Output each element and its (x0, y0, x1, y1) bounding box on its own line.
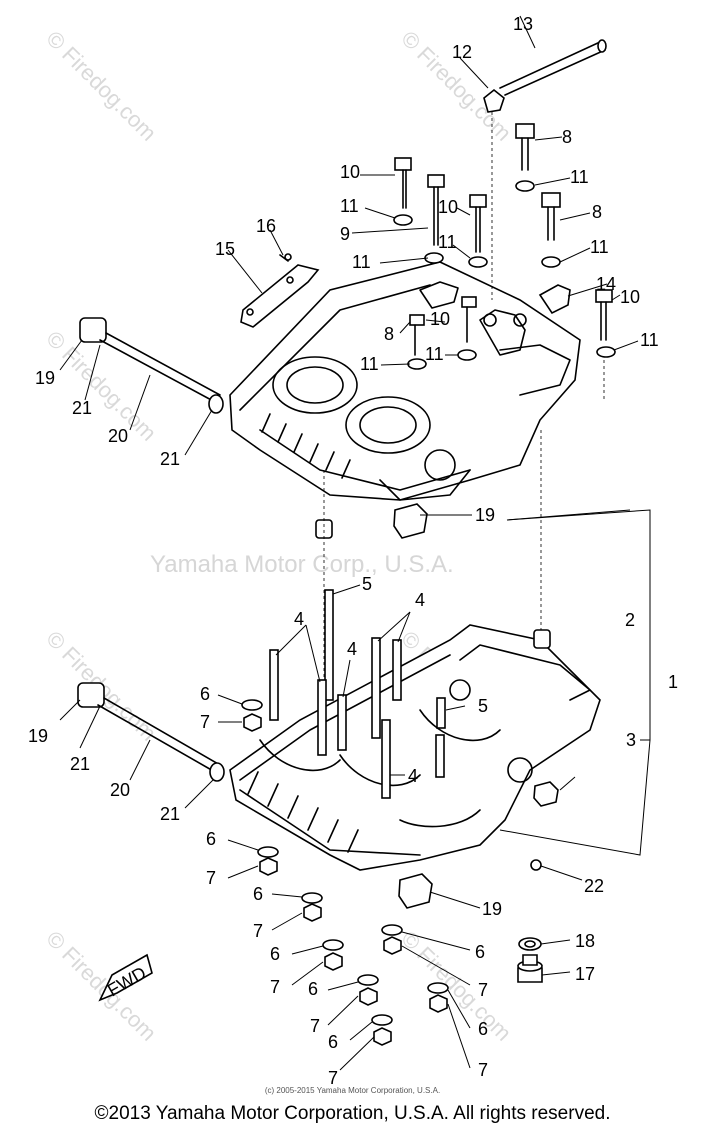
upper-bolts (394, 123, 613, 356)
callout-7: 7 (206, 868, 216, 888)
callout-12: 12 (452, 42, 472, 62)
callout-6: 6 (328, 1032, 338, 1052)
callout-11: 11 (340, 196, 359, 216)
callout-6: 6 (253, 884, 263, 904)
callout-11: 11 (570, 167, 589, 187)
callout-7: 7 (270, 977, 280, 997)
callout-6: 6 (206, 829, 216, 849)
callout-5: 5 (478, 696, 488, 716)
callout-21: 21 (160, 449, 180, 469)
callout-8: 8 (562, 127, 572, 147)
small-credit: (c) 2005-2015 Yamaha Motor Corporation, … (264, 1086, 441, 1095)
washers-11 (393, 180, 616, 370)
parts-17-18-22 (517, 859, 543, 983)
callout-18: 18 (575, 931, 595, 951)
parts-2-3 (533, 629, 559, 807)
nuts-washers-6-7 (241, 699, 449, 1046)
callout-11: 11 (438, 232, 457, 252)
callout-11: 11 (640, 330, 659, 350)
callout-7: 7 (310, 1016, 320, 1036)
part-12-13-14 (483, 39, 607, 315)
callout-6: 6 (308, 979, 318, 999)
callout-11: 11 (590, 237, 609, 257)
callouts: 13 12 8 10 11 11 10 8 9 16 11 11 15 11 1… (28, 14, 678, 1088)
callout-6: 6 (475, 942, 485, 962)
callout-15: 15 (215, 239, 235, 259)
callout-21: 21 (70, 754, 90, 774)
leader-lines (59, 15, 651, 1071)
callout-16: 16 (256, 216, 276, 236)
center-watermark: Yamaha Motor Corp., U.S.A. (150, 551, 454, 578)
part-15-bracket (240, 253, 320, 328)
callout-11: 11 (360, 354, 379, 374)
callout-19: 19 (35, 368, 55, 388)
callout-19: 19 (482, 899, 502, 919)
callout-4: 4 (347, 639, 357, 659)
callout-14: 14 (596, 274, 616, 294)
lower-tube-20 (77, 682, 433, 909)
firedog-watermark: © Firedog.com (41, 326, 161, 446)
callout-7: 7 (478, 1060, 488, 1080)
lower-crankcase (229, 624, 601, 871)
firedog-watermark: © Firedog.com (41, 926, 161, 1046)
callout-22: 22 (584, 876, 604, 896)
centerlines (323, 360, 605, 700)
callout-19: 19 (475, 505, 495, 525)
callout-7: 7 (328, 1068, 338, 1088)
callout-3: 3 (626, 730, 636, 750)
callout-17: 17 (575, 964, 595, 984)
callout-9: 9 (340, 224, 350, 244)
upper-tube-20 (79, 317, 428, 539)
callout-7: 7 (478, 980, 488, 1000)
callout-20: 20 (110, 780, 130, 800)
callout-10: 10 (340, 162, 360, 182)
callout-21: 21 (160, 804, 180, 824)
callout-6: 6 (478, 1019, 488, 1039)
callout-1: 1 (668, 672, 678, 692)
callout-2: 2 (625, 610, 635, 630)
callout-8: 8 (592, 202, 602, 222)
callout-6: 6 (270, 944, 280, 964)
callout-7: 7 (253, 921, 263, 941)
callout-10: 10 (438, 197, 458, 217)
callout-10: 10 (430, 309, 450, 329)
callout-6: 6 (200, 684, 210, 704)
upper-crankcase (229, 261, 581, 501)
callout-8: 8 (384, 324, 394, 344)
callout-21: 21 (72, 398, 92, 418)
callout-11: 11 (425, 344, 444, 364)
callout-4: 4 (408, 766, 418, 786)
callout-19: 19 (28, 726, 48, 746)
callout-11: 11 (352, 252, 371, 272)
callout-10: 10 (620, 287, 640, 307)
watermarks: © Firedog.com © Firedog.com © Firedog.co… (41, 26, 516, 1046)
studs (269, 589, 446, 799)
callout-5: 5 (362, 574, 372, 594)
callout-4: 4 (415, 590, 425, 610)
callout-4: 4 (294, 609, 304, 629)
callout-13: 13 (513, 14, 533, 34)
copyright-notice: ©2013 Yamaha Motor Corporation, U.S.A. A… (94, 1103, 611, 1124)
callout-7: 7 (200, 712, 210, 732)
callout-20: 20 (108, 426, 128, 446)
firedog-watermark: © Firedog.com (41, 26, 161, 146)
